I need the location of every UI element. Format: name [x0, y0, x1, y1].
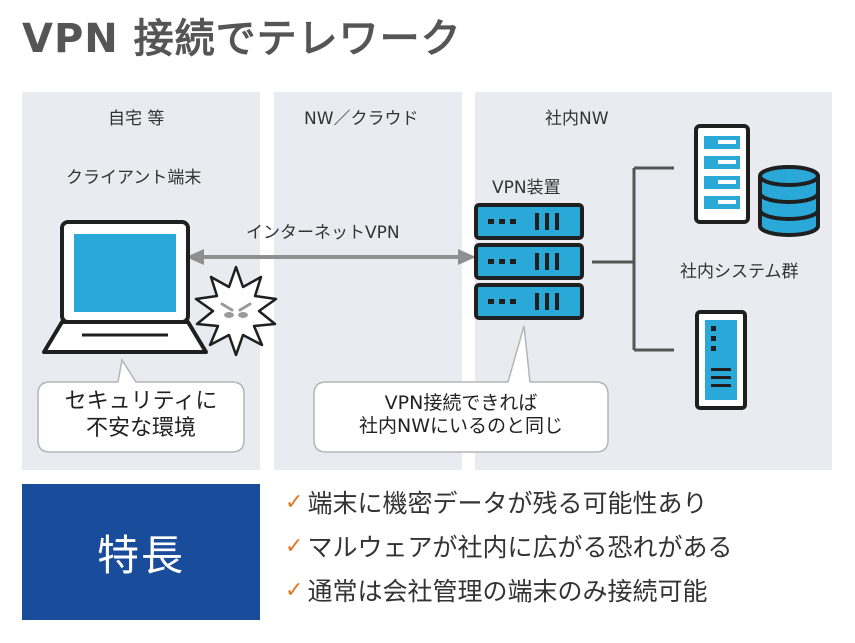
- security-callout: [37, 357, 245, 453]
- internet-vpn-arrow: [186, 249, 476, 265]
- threat-icon: [194, 265, 278, 357]
- vpn-appliance-icon: [474, 203, 584, 320]
- feature-item: ✓ 通常は会社管理の端末のみ接続可能: [285, 568, 732, 612]
- vpn-device-label: VPN装置: [492, 178, 561, 198]
- feature-heading: 特長: [96, 530, 185, 580]
- page-title: VPN 接続でテレワーク: [22, 16, 462, 62]
- feature-item-text: マルウェアが社内に広がる恐れがある: [307, 533, 733, 562]
- vpn-callout-line-2: 社内NWにいるのと同じ: [358, 415, 563, 438]
- server-icon: [694, 124, 750, 224]
- check-icon: ✓: [285, 489, 304, 515]
- zone-corp-label: 社内NW: [545, 109, 609, 129]
- check-icon: ✓: [285, 577, 304, 603]
- client-label: クライアント端末: [66, 168, 202, 188]
- feature-item-text: 通常は会社管理の端末のみ接続可能: [307, 577, 708, 606]
- security-callout-line-1: セキュリティに: [64, 389, 218, 414]
- vpn-callout: [313, 325, 609, 453]
- feature-item: ✓ 端末に機密データが残る可能性あり: [285, 480, 732, 524]
- vpn-callout-line-1: VPN接続できれば: [384, 392, 538, 414]
- internet-vpn-label: インターネットVPN: [246, 223, 400, 243]
- check-icon: ✓: [285, 533, 304, 559]
- security-callout-line-2: 不安な環境: [85, 415, 196, 441]
- feature-list: ✓ 端末に機密データが残る可能性あり ✓ マルウェアが社内に広がる恐れがある ✓…: [285, 480, 732, 612]
- zone-cloud-label: NW／クラウド: [304, 109, 419, 129]
- security-callout-text: セキュリティに 不安な環境: [38, 389, 244, 443]
- feature-item: ✓ マルウェアが社内に広がる恐れがある: [285, 524, 732, 568]
- laptop-icon: [42, 220, 208, 354]
- feature-heading-box: 特長: [22, 484, 260, 620]
- systems-label: 社内システム群: [680, 262, 799, 282]
- database-icon: [758, 165, 820, 237]
- tower-server-icon: [695, 310, 747, 410]
- system-connector: [592, 166, 674, 352]
- feature-item-text: 端末に機密データが残る可能性あり: [307, 489, 708, 518]
- zone-home-label: 自宅 等: [108, 109, 165, 129]
- vpn-callout-text: VPN接続できれば 社内NWにいるのと同じ: [314, 392, 608, 438]
